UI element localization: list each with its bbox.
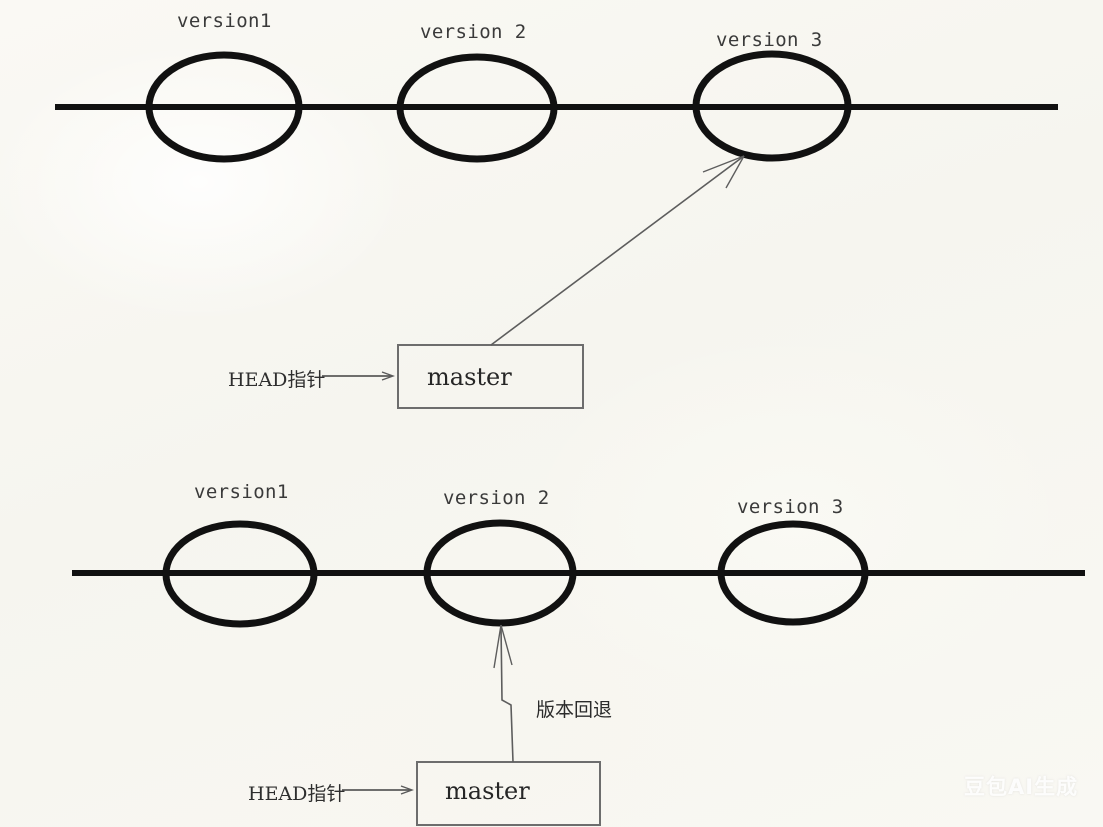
commit-node-bottom-version1 bbox=[162, 520, 318, 628]
branch-box-top bbox=[397, 344, 584, 409]
branch-box-label-top: master bbox=[427, 363, 512, 391]
commit-label-top-version2: version 2 bbox=[420, 21, 527, 43]
commit-timeline-top bbox=[55, 50, 1058, 163]
commit-label-top-version1: version1 bbox=[177, 10, 272, 32]
watermark-label: 豆包AI生成 bbox=[964, 775, 1079, 799]
branch-box-label-bottom: master bbox=[445, 777, 530, 805]
commit-node-bottom-version2 bbox=[423, 519, 577, 627]
commit-node-top-version2 bbox=[396, 53, 558, 163]
branch-box-bottom bbox=[416, 761, 601, 826]
head-pointer-label-top: HEAD指针 bbox=[228, 369, 326, 391]
commit-label-top-version3: version 3 bbox=[716, 29, 823, 51]
commit-label-bottom-version3: version 3 bbox=[737, 496, 844, 518]
pointer-line-bottom-master-to-version2 bbox=[493, 624, 514, 763]
commit-label-bottom-version2: version 2 bbox=[443, 487, 550, 509]
commit-node-bottom-version3 bbox=[717, 520, 869, 626]
commit-label-bottom-version1: version1 bbox=[194, 481, 289, 503]
head-pointer-label-bottom: HEAD指针 bbox=[248, 783, 346, 805]
pointer-line-top-master-to-version3 bbox=[490, 155, 745, 346]
commit-node-top-version3 bbox=[692, 50, 852, 162]
commit-node-top-version1 bbox=[145, 51, 303, 163]
commit-timeline-bottom bbox=[72, 519, 1085, 628]
rollback-annotation-label: 版本回退 bbox=[536, 699, 613, 721]
